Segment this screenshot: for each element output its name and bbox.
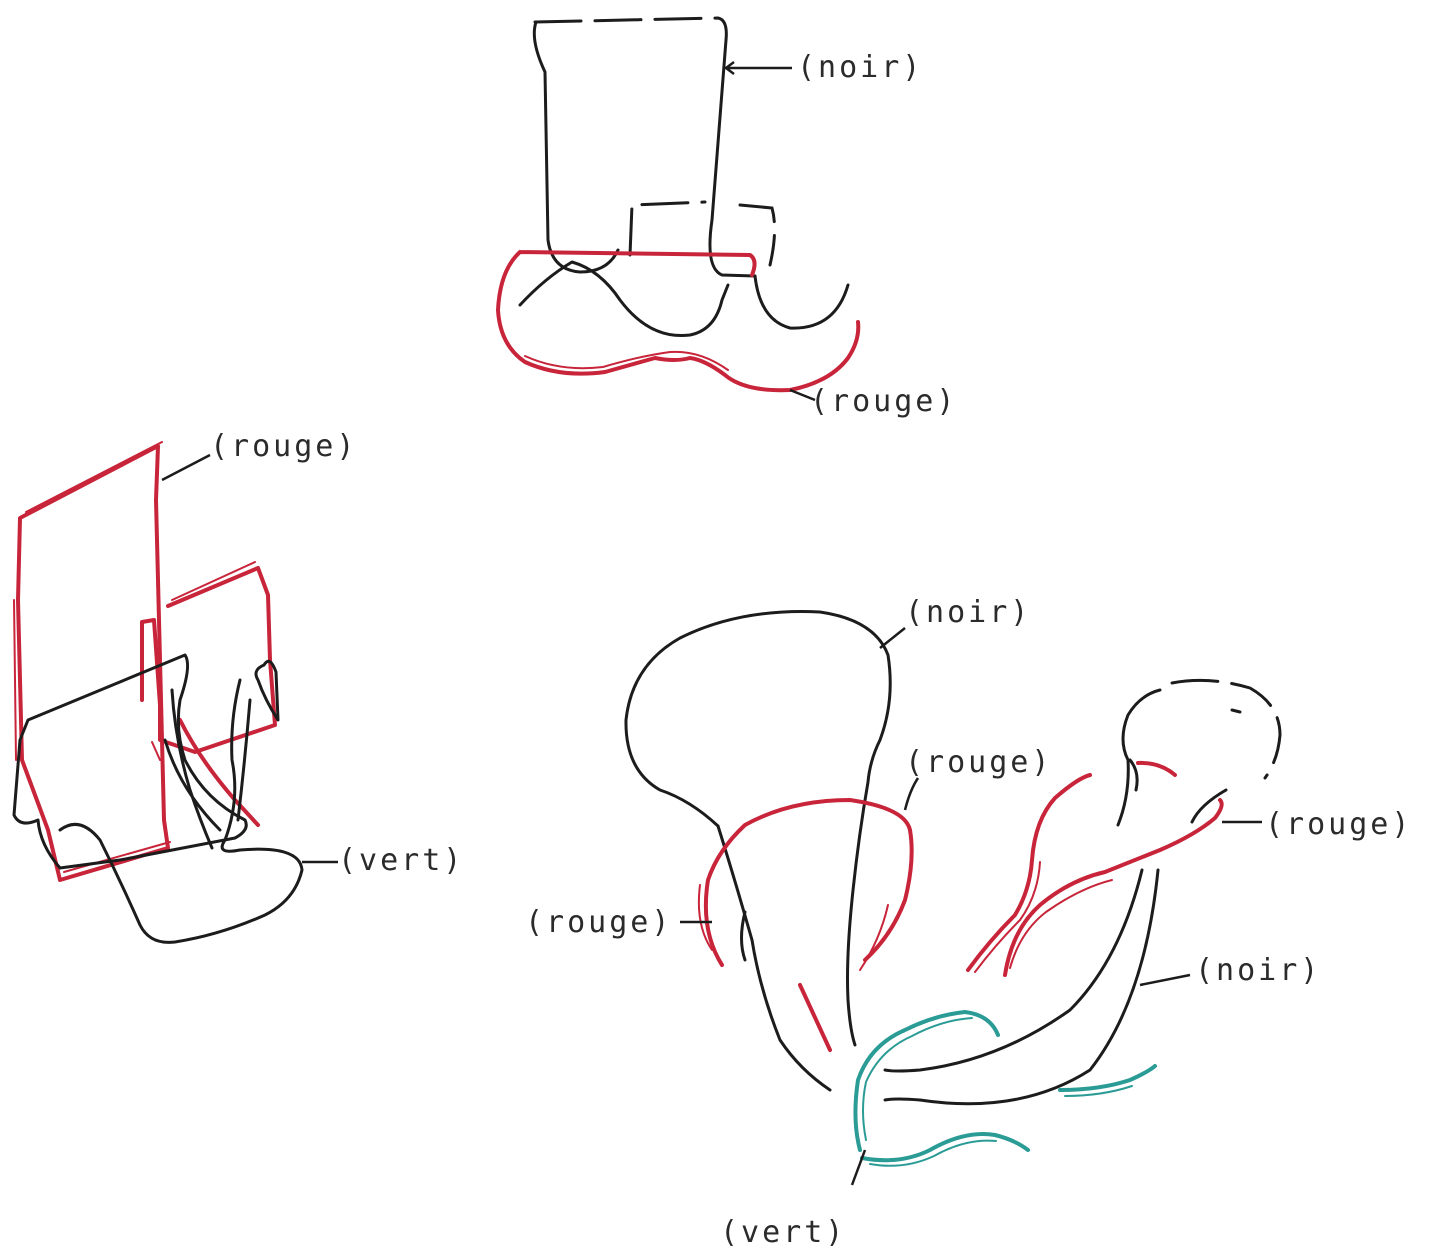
top-black-inner-right — [738, 203, 777, 267]
right-red-arc-right — [1003, 798, 1224, 977]
top-red-outline — [496, 250, 861, 393]
top-black-right-hook — [753, 274, 850, 330]
right-label-noir-right: (noir) — [1195, 953, 1321, 988]
right-label-rouge-right: (rouge) — [1265, 807, 1412, 842]
left-black-inner-strands — [163, 688, 252, 850]
figure-right: (noir) (rouge) (rouge) (rouge) (noir) (v… — [525, 595, 1412, 1250]
top-black-inner-box — [628, 200, 707, 257]
left-black-rect — [12, 653, 248, 870]
right-noir-right-leader — [1139, 973, 1191, 987]
top-noir-leader — [723, 61, 792, 75]
right-black-small-bulb — [1116, 688, 1162, 827]
left-red-small-rect — [140, 566, 277, 754]
right-rouge-mid-leader — [903, 777, 920, 811]
top-black-left-side — [532, 20, 620, 274]
top-label-noir: (noir) — [797, 50, 923, 85]
right-green-arc-main-double — [862, 1017, 973, 1141]
right-label-noir-top: (noir) — [905, 595, 1031, 630]
right-black-strands — [716, 780, 1160, 1106]
top-black-curve — [518, 260, 730, 338]
top-red-outline-double — [524, 350, 729, 371]
right-label-vert: (vert) — [720, 1215, 846, 1250]
right-green-arc-small-double — [1064, 1085, 1133, 1097]
right-black-small-strand — [1128, 758, 1139, 792]
right-label-rouge-mid: (rouge) — [905, 745, 1052, 780]
right-green-arc-bottom-double — [869, 1139, 997, 1167]
right-red-small-cap — [1136, 760, 1177, 777]
top-black-right-side — [708, 38, 757, 278]
right-label-rouge-left: (rouge) — [525, 905, 672, 940]
right-green-arc-bottom — [860, 1132, 1030, 1163]
right-red-arc-left — [966, 773, 1092, 972]
left-label-rouge: (rouge) — [210, 429, 357, 464]
right-red-arc-right-double — [1009, 879, 1113, 969]
right-noir-top-leader — [879, 627, 906, 649]
right-red-arc-center — [703, 798, 914, 967]
top-label-rouge: (rouge) — [810, 384, 957, 419]
right-green-arc-main — [853, 1010, 1000, 1152]
figure-top: (noir) (rouge) — [496, 16, 957, 419]
right-vert-leader — [850, 1149, 867, 1186]
left-black-loop — [58, 678, 304, 944]
top-black-dashed-rect — [533, 16, 728, 42]
right-red-diag-small — [798, 983, 832, 1052]
figure-left: (rouge) (vert) — [12, 429, 464, 944]
left-red-small-rect-double — [151, 561, 256, 761]
left-red-big-rect-double — [13, 441, 171, 873]
right-red-arc-left-double — [974, 861, 1041, 973]
left-black-tall-loop — [254, 659, 280, 722]
right-black-big-bulb — [624, 610, 892, 828]
top-rouge-leader — [789, 388, 816, 402]
left-label-vert: (vert) — [338, 843, 464, 878]
right-red-arc-center-double — [697, 884, 889, 971]
right-black-small-bulb-dashed — [1170, 678, 1282, 780]
left-rouge-leader — [161, 453, 211, 482]
right-black-small-bulb-inner — [1190, 708, 1242, 824]
right-green-arc-small — [1058, 1064, 1157, 1092]
left-red-big-rect — [16, 444, 170, 882]
